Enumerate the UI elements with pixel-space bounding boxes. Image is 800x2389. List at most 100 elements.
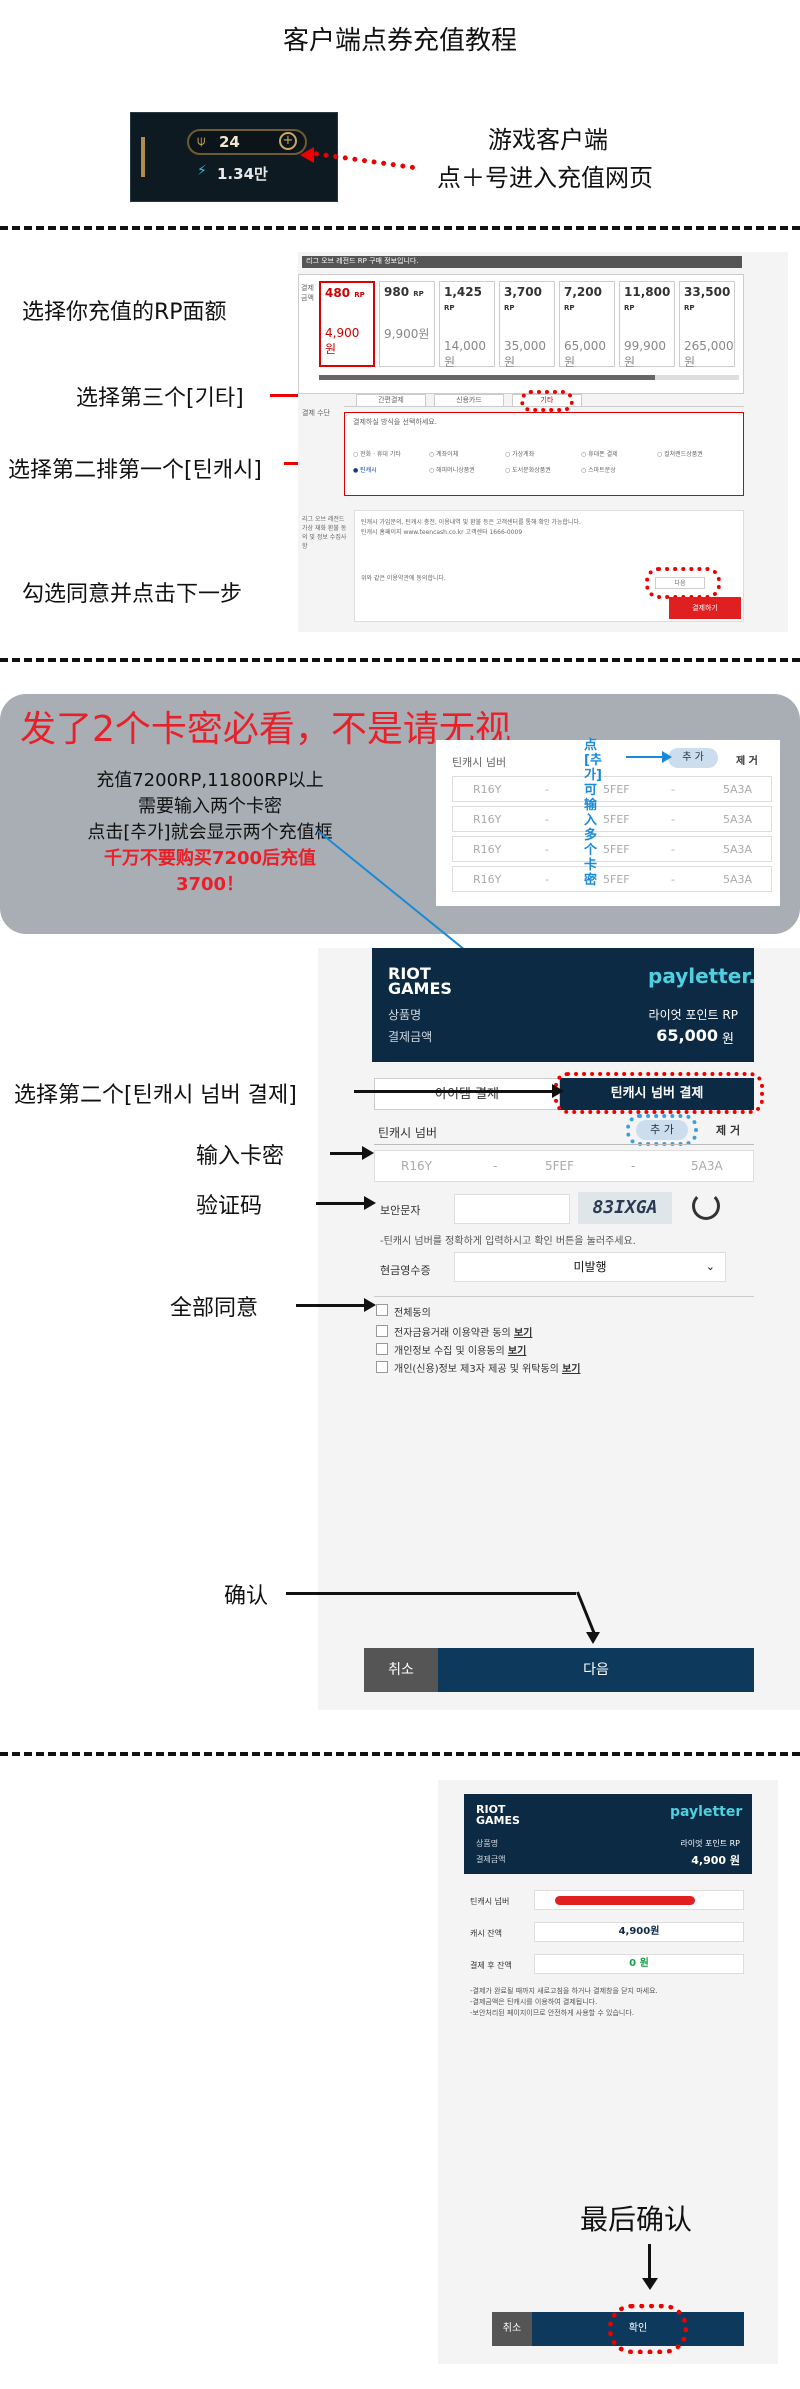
payment-method-option[interactable]: ○ 전화 · 휴대 기타 <box>353 451 401 458</box>
warn-line-4: 千万不要购买7200后充值 <box>103 848 317 869</box>
terms-item: 개인(신용)정보 제3자 제공 및 위탁동의 보기 <box>376 1360 756 1376</box>
label-select-second: 选择第二个[틴캐시 넘버 결제] <box>14 1083 297 1108</box>
captcha-input[interactable] <box>454 1194 570 1224</box>
code-part[interactable]: 5FEF <box>603 813 630 826</box>
next-button[interactable]: 다음 <box>438 1648 754 1692</box>
terms-checkbox[interactable] <box>376 1361 388 1373</box>
payment-method-option[interactable]: ○ 스마트문상 <box>581 467 616 474</box>
client-edge <box>141 137 145 177</box>
confirm-amount-value: 4,900 원 <box>691 1854 740 1867</box>
highlight-teencash-tab <box>554 1072 764 1114</box>
red-arrow-head <box>300 147 314 163</box>
refresh-icon[interactable] <box>692 1192 720 1220</box>
agree-all-checkbox[interactable] <box>376 1304 388 1316</box>
arrow-agree-all-line <box>296 1304 366 1307</box>
code-part[interactable]: R16Y <box>473 813 502 826</box>
rp-option-price: 9,900원 <box>384 327 430 341</box>
payment-method-option[interactable]: ○ 도서문화상품권 <box>505 467 551 474</box>
arrow-input-head <box>362 1146 374 1160</box>
rp-option-price: 265,000원 <box>684 339 734 369</box>
code-part-3[interactable]: 5A3A <box>691 1159 723 1173</box>
label-second-row: 选择第二排第一个[틴캐시] <box>8 458 262 483</box>
code-part[interactable]: 5A3A <box>723 813 753 826</box>
add-button[interactable]: 추 가 <box>636 1120 688 1140</box>
divider-2 <box>0 658 800 662</box>
highlight-tab-other <box>520 390 574 412</box>
multi-add-button[interactable]: 추 가 <box>668 748 718 768</box>
payment-method-option[interactable]: ○ 가상계좌 <box>505 451 535 458</box>
terms-view-link[interactable]: 보기 <box>507 1346 527 1357</box>
tab-credit-card[interactable]: 신용카드 <box>434 394 504 407</box>
tab-item-payment[interactable]: 아이템 결제 <box>374 1078 560 1110</box>
code-part[interactable]: R16Y <box>473 873 502 886</box>
terms-checkbox[interactable] <box>376 1343 388 1355</box>
rp-option-price: 35,000원 <box>504 339 546 369</box>
code-part-2[interactable]: 5FEF <box>545 1159 575 1173</box>
label-confirm: 确认 <box>224 1584 269 1609</box>
code-dash: - <box>671 783 675 796</box>
code-part[interactable]: R16Y <box>473 783 502 796</box>
payment-method-option[interactable]: ○ 휴대폰 결제 <box>581 451 618 458</box>
tc-label: 틴캐시 넘버 <box>378 1126 438 1140</box>
code-part[interactable]: R16Y <box>473 843 502 856</box>
method-prompt: 결제하실 방식을 선택하세요. <box>353 418 437 426</box>
code-part[interactable]: 5FEF <box>603 783 630 796</box>
cancel-button[interactable]: 취소 <box>364 1648 438 1692</box>
terms-item: 개인정보 수집 및 이용동의 보기 <box>376 1342 756 1358</box>
final-cancel-button[interactable]: 취소 <box>492 2312 532 2346</box>
receipt-select[interactable]: 미발행 ⌄ <box>454 1252 726 1282</box>
submit-button[interactable]: 결제하기 <box>669 597 741 619</box>
code-part[interactable]: 5A3A <box>723 783 753 796</box>
terms-view-link[interactable]: 보기 <box>513 1328 533 1339</box>
tab-easy-pay[interactable]: 간편결제 <box>356 394 426 407</box>
payment-method-option[interactable]: ● 틴캐시 <box>353 467 377 474</box>
confirm-product-value: 라이엇 포인트 RP <box>680 1839 740 1848</box>
code-input-row: R16Y-5FEF-5A3A <box>452 836 772 862</box>
warning-panel: 发了2个卡密必看，不是请无视 充值7200RP,11800RP以上 需要输入两个… <box>0 694 800 934</box>
code-dash: - <box>545 813 549 826</box>
multi-remove-button[interactable]: 제 거 <box>736 756 758 767</box>
terms-checkbox[interactable] <box>376 1325 388 1337</box>
blue-essence-icon: ⚡ <box>197 163 207 179</box>
arrow-select-head <box>552 1084 564 1098</box>
plus-icon[interactable]: + <box>279 132 297 150</box>
confirm-header: RIOT GAMES payletter 상품명 라이엇 포인트 RP 결제금액… <box>464 1794 752 1874</box>
payment-method-option[interactable]: ○ 해피머니상품권 <box>429 467 475 474</box>
tab-teencash-payment[interactable]: 틴캐시 넘버 결제 <box>560 1078 754 1110</box>
terms-label: 개인정보 수집 및 이용동의 보기 <box>394 1346 527 1357</box>
scroll-track[interactable] <box>319 375 739 380</box>
rp-option-unit: RP <box>413 290 424 298</box>
code-part[interactable]: 5A3A <box>723 873 753 886</box>
final-confirm-button[interactable]: 확인 <box>532 2312 744 2346</box>
code-part-1[interactable]: R16Y <box>401 1159 432 1173</box>
method-area: 간편결제 신용카드 기타 결제하실 방식을 선택하세요. ○ 전화 · 휴대 기… <box>344 390 744 502</box>
agree-next-small[interactable]: 다음 <box>655 577 705 589</box>
riot-logo: RIOT GAMES <box>388 964 452 998</box>
after-value: 0 원 <box>534 1954 744 1974</box>
confirm-payletter-logo: payletter <box>670 1804 743 1820</box>
scroll-thumb[interactable] <box>319 375 655 380</box>
code-part[interactable]: 5FEF <box>603 843 630 856</box>
info-line-2: 틴캐시 홈페이지 www.teencash.co.kr 고객센터 1666-00… <box>361 529 523 536</box>
arrow-confirm-line <box>286 1592 576 1595</box>
rp-option-price: 99,900원 <box>624 339 666 369</box>
rp-option-unit: RP <box>624 304 635 312</box>
info-title: 리그 오브 레전드 가상 재화 환불 동의 및 정보 수집사항 <box>302 516 347 550</box>
payment-method-option[interactable]: ○ 컬쳐랜드상품권 <box>657 451 703 458</box>
confirm-tc-label: 틴캐시 넘버 <box>470 1897 510 1906</box>
code-part[interactable]: 5FEF <box>603 873 630 886</box>
chevron-down-icon: ⌄ <box>705 1260 715 1273</box>
code-part[interactable]: 5A3A <box>723 843 753 856</box>
payment-method-option[interactable]: ○ 계좌이체 <box>429 451 459 458</box>
remove-button[interactable]: 제 거 <box>716 1124 741 1137</box>
terms-view-link[interactable]: 보기 <box>562 1364 581 1375</box>
